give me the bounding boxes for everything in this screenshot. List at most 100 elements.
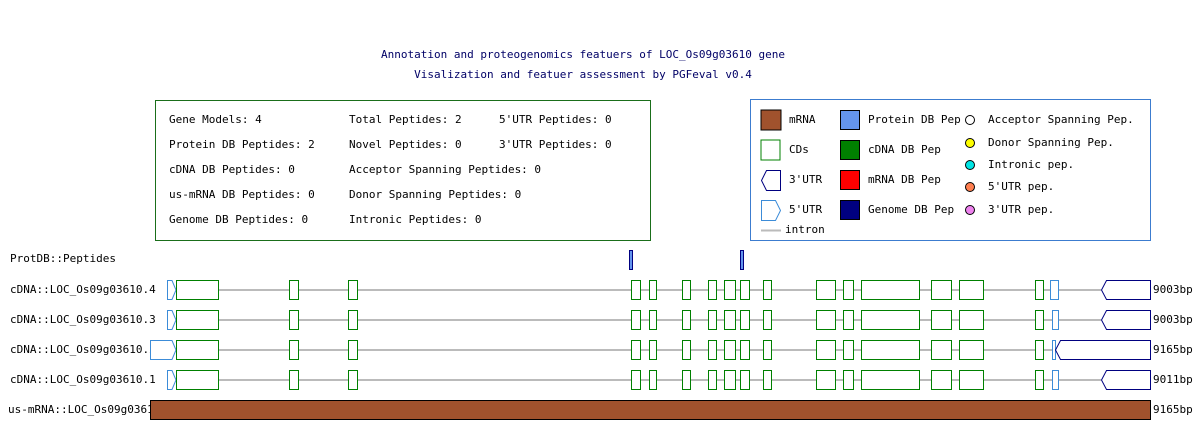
cds-exon	[724, 280, 736, 300]
cds-exon	[1035, 370, 1044, 390]
model-label-2: cDNA::LOC_Os09g03610.3	[10, 313, 156, 326]
legend-mrna-db-swatch	[840, 170, 860, 190]
legend-swatches	[760, 109, 975, 232]
stat-utr5: 5'UTR Peptides: 0	[499, 113, 612, 126]
model-length-1: 9003bp	[1153, 283, 1193, 296]
cds-exon	[816, 370, 836, 390]
cds-exon	[708, 340, 717, 360]
legend-donor-dot	[965, 138, 975, 148]
legend-utr3-pep-label: 3'UTR pep.	[988, 203, 1055, 216]
cds-exon	[649, 310, 657, 330]
stat-gene-models: Gene Models: 4	[169, 113, 262, 126]
stat-us-mrna-db: us-mRNA DB Peptides: 0	[169, 188, 315, 201]
cds-exon	[861, 280, 920, 300]
cds-exon	[708, 310, 717, 330]
cds-exon	[740, 280, 750, 300]
stat-novel: Novel Peptides: 0	[349, 138, 462, 151]
peptide-mark-2	[740, 250, 744, 270]
utr5-exon	[167, 280, 177, 300]
cds-exon	[740, 340, 750, 360]
cds-exon	[816, 340, 836, 360]
legend-intron-label: intron	[785, 223, 825, 236]
legend-utr5-label: 5'UTR	[789, 203, 823, 216]
model-length-2: 9003bp	[1153, 313, 1193, 326]
stat-acceptor: Acceptor Spanning Peptides: 0	[349, 163, 542, 176]
utr5-exon	[167, 370, 177, 390]
legend-protein-db-swatch	[840, 110, 860, 130]
cds-exon	[682, 280, 691, 300]
model-label-1: cDNA::LOC_Os09g03610.4	[10, 283, 156, 296]
cds-exon	[861, 340, 920, 360]
us-mrna-bar	[150, 400, 1151, 420]
cds-exon	[682, 340, 691, 360]
cds-exon	[724, 370, 736, 390]
cds-exon	[708, 280, 717, 300]
legend-intronic-label: Intronic pep.	[988, 158, 1075, 171]
legend-cdna-db-swatch	[840, 140, 860, 160]
cds-exon	[843, 280, 854, 300]
cds-exon	[740, 310, 750, 330]
legend-mrna-swatch	[760, 109, 782, 131]
legend-donor-label: Donor Spanning Pep.	[988, 136, 1114, 149]
cds-exon	[649, 340, 657, 360]
cds-exon	[631, 340, 641, 360]
cds-exon	[959, 280, 984, 300]
legend-utr5-swatch	[761, 200, 782, 221]
peptides-track-label: ProtDB::Peptides	[10, 252, 116, 265]
utr3-exon	[1100, 310, 1151, 330]
cds-exon	[682, 310, 691, 330]
stat-protein-db: Protein DB Peptides: 2	[169, 138, 315, 151]
gene-model-tracks	[150, 250, 1151, 420]
cds-exon	[176, 280, 219, 300]
stat-intronic: Intronic Peptides: 0	[349, 213, 482, 226]
cds-exon	[724, 310, 736, 330]
legend-cds-label: CDs	[789, 143, 809, 156]
cds-exon	[1035, 340, 1044, 360]
cds-exon	[740, 370, 750, 390]
page-subtitle: Visalization and featuer assessment by P…	[414, 68, 752, 81]
stats-panel: Gene Models: 4 Protein DB Peptides: 2 cD…	[155, 100, 651, 241]
cds-exon	[763, 370, 772, 390]
cds-exon	[708, 370, 717, 390]
cds-exon	[931, 310, 952, 330]
legend-mrna-label: mRNA	[789, 113, 816, 126]
legend-genome-db-swatch	[840, 200, 860, 220]
legend-utr3-label: 3'UTR	[789, 173, 823, 186]
stat-donor: Donor Spanning Peptides: 0	[349, 188, 522, 201]
cds-exon	[843, 310, 854, 330]
stat-utr3: 3'UTR Peptides: 0	[499, 138, 612, 151]
utr-exon	[1050, 280, 1059, 300]
cds-exon	[959, 340, 984, 360]
cds-exon	[931, 370, 952, 390]
utr-exon	[1052, 310, 1059, 330]
legend-acceptor-label: Acceptor Spanning Pep.	[988, 113, 1134, 126]
model-label-4: cDNA::LOC_Os09g03610.1	[10, 373, 156, 386]
cds-exon	[861, 370, 920, 390]
cds-exon	[649, 280, 657, 300]
cds-exon	[843, 340, 854, 360]
cds-exon	[631, 280, 641, 300]
stat-total: Total Peptides: 2	[349, 113, 462, 126]
stat-cdna-db: cDNA DB Peptides: 0	[169, 163, 295, 176]
utr5-exon	[167, 310, 177, 330]
cds-exon	[861, 310, 920, 330]
cds-exon	[289, 340, 299, 360]
utr-exon	[1052, 370, 1059, 390]
legend-intronic-dot	[965, 160, 975, 170]
cds-exon	[176, 370, 219, 390]
legend-utr3-pep-dot	[965, 205, 975, 215]
cds-exon	[763, 340, 772, 360]
cds-exon	[1035, 280, 1044, 300]
cds-exon	[959, 310, 984, 330]
cds-exon	[843, 370, 854, 390]
utr3-exon	[1054, 340, 1151, 360]
cds-exon	[931, 340, 952, 360]
cds-exon	[289, 370, 299, 390]
mrna-length: 9165bp	[1153, 403, 1193, 416]
stat-genome-db: Genome DB Peptides: 0	[169, 213, 309, 226]
cds-exon	[176, 340, 219, 360]
cds-exon	[1035, 310, 1044, 330]
legend-panel: mRNA CDs 3'UTR 5'UTR intron Protein DB P…	[750, 99, 1151, 241]
page-title: Annotation and proteogenomics featuers o…	[381, 48, 785, 61]
cds-exon	[289, 280, 299, 300]
